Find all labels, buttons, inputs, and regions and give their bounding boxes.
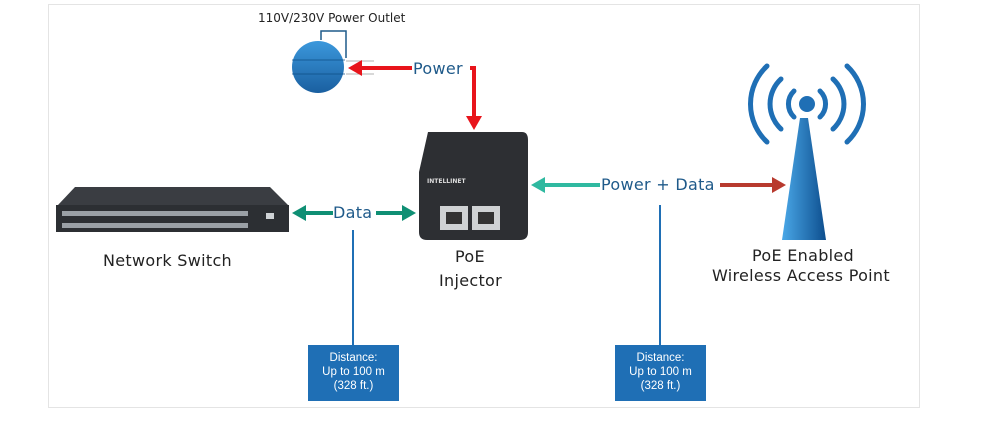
switch-label: Network Switch — [103, 251, 232, 270]
distance-box-line1: Distance: — [636, 352, 685, 364]
poe-injector-image — [419, 132, 528, 240]
distance-box-2: Distance: Up to 100 m (328 ft.) — [615, 345, 706, 401]
power-outlet-icon — [292, 30, 374, 93]
power-arrow — [348, 60, 482, 130]
data-arrow — [292, 205, 416, 221]
injector-label-line2: Injector — [439, 271, 502, 290]
distance-box-line2: Up to 100 m — [629, 366, 692, 378]
injector-brand: INTELLINET — [427, 178, 466, 185]
ap-label-line1: PoE Enabled — [752, 246, 855, 265]
data-label: Data — [333, 203, 373, 222]
injector-label-line1: PoE — [455, 247, 485, 266]
power-data-arrow — [531, 177, 786, 193]
distance-box-line3: (328 ft.) — [640, 380, 681, 392]
power-data-label: Power + Data — [601, 175, 715, 194]
distance-box-line2: Up to 100 m — [322, 366, 385, 378]
distance-box-1: Distance: Up to 100 m (328 ft.) — [308, 345, 399, 401]
wireless-access-point-icon — [748, 63, 866, 240]
distance-box-line3: (328 ft.) — [333, 380, 374, 392]
network-switch-image — [56, 187, 289, 232]
ap-label-line2: Wireless Access Point — [712, 266, 890, 285]
power-label: Power — [413, 59, 463, 78]
distance-box-line1: Distance: — [329, 352, 378, 364]
outlet-label: 110V/230V Power Outlet — [258, 11, 406, 25]
diagram-frame — [48, 4, 920, 408]
